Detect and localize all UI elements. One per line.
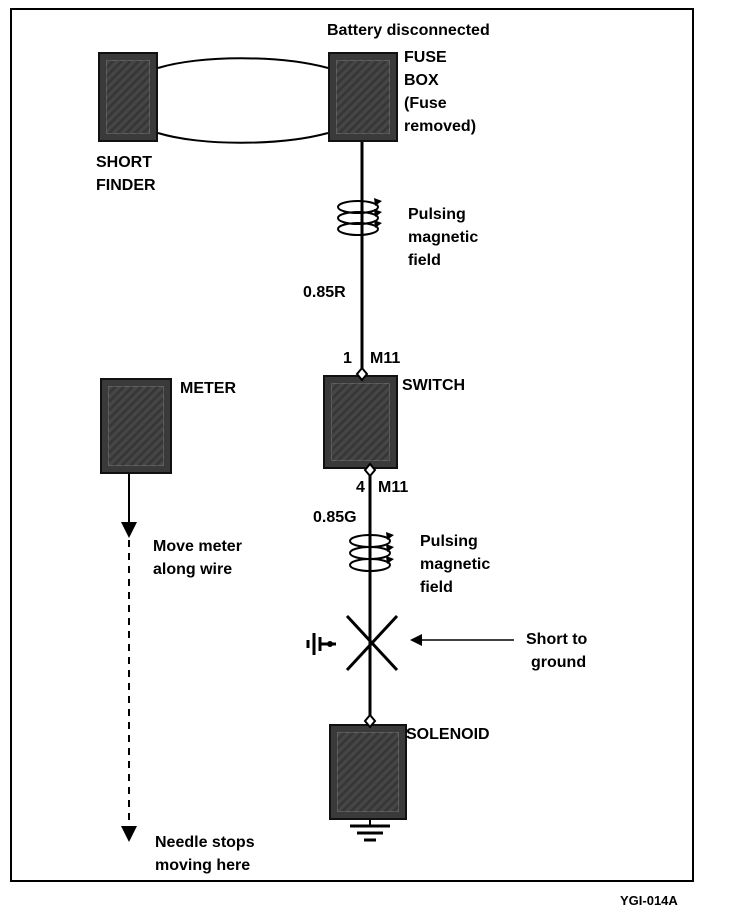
move-meter-label-line1: Move meter <box>153 538 242 555</box>
short-label-line1: Short to <box>526 631 588 648</box>
short-arrow <box>410 634 514 646</box>
short-finder-box <box>98 52 158 142</box>
short-finder-label-line2: FINDER <box>96 177 156 194</box>
short-x-icon <box>345 614 399 672</box>
chassis-ground-icon <box>350 820 390 842</box>
arrow-down-icon <box>121 522 137 538</box>
switch-label: SWITCH <box>402 377 466 394</box>
switch-top-pin: 1 <box>343 350 352 367</box>
arrow-down-icon <box>121 826 137 842</box>
needle-stops-label-line1: Needle stops <box>155 834 255 851</box>
magnetic-field-coil-icon <box>337 198 382 236</box>
solenoid-label: SOLENOID <box>406 726 490 743</box>
fuse-box-label-line2: BOX <box>404 72 439 89</box>
switch-bottom-connector: M11 <box>378 479 409 496</box>
lower-field-label-line3: field <box>420 579 453 596</box>
magnetic-field-coil-icon <box>349 532 394 572</box>
meter-box <box>100 378 172 474</box>
fuse-box <box>328 52 398 142</box>
lower-field-label-line2: magnetic <box>420 556 491 573</box>
upper-field-label-line2: magnetic <box>408 229 479 246</box>
upper-field-label-line3: field <box>408 252 441 269</box>
meter-label: METER <box>180 380 236 397</box>
fuse-box-label-line4: removed) <box>404 118 477 135</box>
battery-status-label: Battery disconnected <box>327 22 490 39</box>
fuse-box-label-line3: (Fuse <box>404 95 447 112</box>
connector-switch-bottom <box>363 462 377 478</box>
short-finder-label-line1: SHORT <box>96 154 152 171</box>
diagram-frame <box>10 8 694 882</box>
connector-switch-top <box>355 366 369 382</box>
upper-field-label-line1: Pulsing <box>408 206 466 223</box>
upper-wire-color-code: 0.85R <box>303 284 346 301</box>
short-label-line2: ground <box>531 654 587 671</box>
figure-code: YGI-014A <box>620 893 678 908</box>
switch-bottom-pin: 4 <box>356 479 365 496</box>
connector-solenoid-top <box>363 713 377 729</box>
finder-lead-top <box>157 57 329 69</box>
finder-lead-bottom <box>157 132 329 144</box>
needle-stops-label-line2: moving here <box>155 857 251 874</box>
move-meter-label-line2: along wire <box>153 561 233 578</box>
ground-symbol-icon <box>306 633 336 655</box>
switch-top-connector: M11 <box>370 350 401 367</box>
fuse-box-label-line1: FUSE <box>404 49 447 66</box>
lower-field-label-line1: Pulsing <box>420 533 478 550</box>
lower-wire-color-code: 0.85G <box>313 509 357 526</box>
